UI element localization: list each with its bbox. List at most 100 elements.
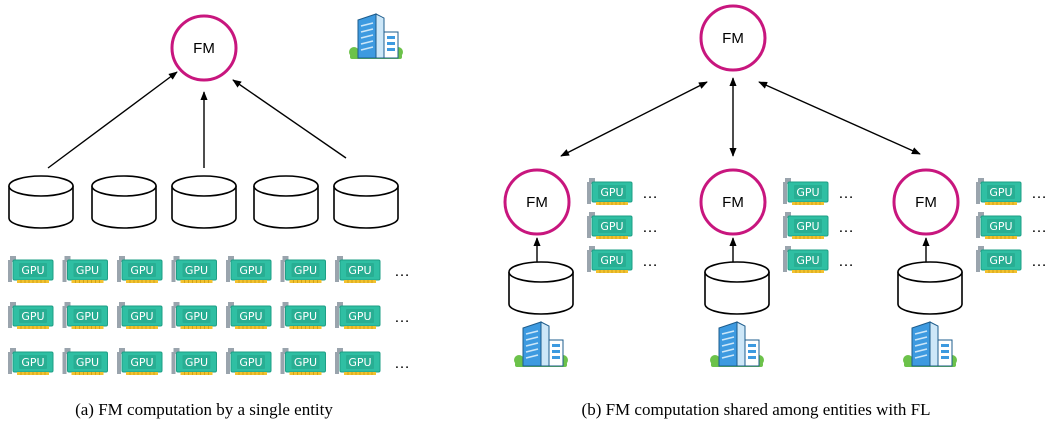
- fm-server-label: FM: [193, 40, 215, 57]
- gpu-card-label: GPU: [294, 310, 317, 323]
- gpu-card-icon: GPU: [280, 301, 326, 330]
- organization-building-icon: [709, 321, 765, 368]
- dataset-cylinder-icon: [253, 175, 319, 229]
- arrow-fl-exchange: [560, 81, 708, 157]
- fl-clients: FM GPU … GPU … GPU … FM GPU … GPU … GPU … FM GPU … GPU … GP…: [503, 168, 1048, 368]
- gpu-card-label: GPU: [76, 310, 99, 323]
- gpu-card-label: GPU: [989, 186, 1012, 199]
- organization-building-icon: [902, 321, 958, 368]
- more-gpus-ellipsis: …: [642, 253, 659, 270]
- gpu-card-icon: GPU: [116, 301, 163, 330]
- local-dataset-cylinder-icon: [704, 261, 770, 315]
- more-gpus-ellipsis: …: [1031, 185, 1048, 202]
- gpu-card-icon: GPU: [225, 301, 272, 330]
- more-gpus-ellipsis: …: [838, 253, 855, 270]
- gpu-card-label: GPU: [130, 264, 153, 277]
- gpu-card-label: GPU: [600, 254, 623, 267]
- fl-client: FM GPU … GPU … GPU …: [503, 168, 659, 368]
- gpu-card-icon: GPU: [7, 255, 54, 284]
- gpu-card-icon: GPU: [171, 347, 217, 376]
- dataset-cylinder-icon: [333, 175, 399, 229]
- fm-server-node: [170, 14, 238, 82]
- gpu-card-icon: GPU: [334, 255, 381, 284]
- gpu-card-label: GPU: [600, 186, 623, 199]
- more-gpus-ellipsis: …: [642, 185, 659, 202]
- more-gpus-ellipsis: …: [1031, 219, 1048, 236]
- gpu-card-label: GPU: [185, 264, 208, 277]
- gpu-card-icon: GPU: [62, 347, 108, 376]
- gpu-card-icon: GPU: [975, 177, 1022, 206]
- fm-client-label: FM: [722, 194, 744, 211]
- more-gpus-ellipsis: …: [394, 309, 411, 326]
- organization-building-icon: [513, 321, 569, 368]
- caption-panel-a: (a) FM computation by a single entity: [75, 400, 333, 419]
- gpu-card-icon: GPU: [280, 347, 326, 376]
- gpu-card-label: GPU: [239, 356, 262, 369]
- more-gpus-ellipsis: …: [838, 219, 855, 236]
- gpu-card-label: GPU: [239, 264, 262, 277]
- gpu-card-icon: GPU: [586, 245, 633, 274]
- gpu-card-icon: GPU: [782, 211, 829, 240]
- gpu-card-label: GPU: [21, 264, 44, 277]
- fm-client-label: FM: [915, 194, 937, 211]
- more-gpus-ellipsis: …: [1031, 253, 1048, 270]
- fm-global-node: [699, 4, 767, 72]
- more-gpus-ellipsis: …: [642, 219, 659, 236]
- gpu-card-label: GPU: [348, 356, 371, 369]
- gpu-card-icon: GPU: [975, 245, 1022, 274]
- gpu-card-label: GPU: [989, 220, 1012, 233]
- arrow-data-to-fm: [47, 71, 178, 169]
- gpu-card-label: GPU: [185, 310, 208, 323]
- gpu-card-label: GPU: [239, 310, 262, 323]
- gpu-card-icon: GPU: [7, 301, 54, 330]
- local-dataset-cylinder-icon: [508, 261, 574, 315]
- gpu-card-icon: GPU: [586, 211, 633, 240]
- gpu-card-label: GPU: [796, 220, 819, 233]
- gpu-card-label: GPU: [21, 356, 44, 369]
- gpu-card-label: GPU: [185, 356, 208, 369]
- gpu-card-label: GPU: [796, 186, 819, 199]
- gpu-grid: GPU GPU GPU GPU GPU GPU GPU … GPU GPU GPU GPU GPU GPU…: [7, 255, 411, 376]
- caption-panel-b: (b) FM computation shared among entities…: [582, 400, 931, 419]
- gpu-card-label: GPU: [796, 254, 819, 267]
- gpu-card-label: GPU: [21, 310, 44, 323]
- gpu-card-icon: GPU: [62, 255, 108, 284]
- gpu-card-label: GPU: [600, 220, 623, 233]
- gpu-card-icon: GPU: [62, 301, 108, 330]
- fl-client: FM GPU … GPU … GPU …: [699, 168, 855, 368]
- gpu-card-icon: GPU: [782, 177, 829, 206]
- dataset-cylinder-icon: [8, 175, 74, 229]
- fm-client-label: FM: [526, 194, 548, 211]
- gpu-card-label: GPU: [130, 310, 153, 323]
- more-gpus-ellipsis: …: [394, 263, 411, 280]
- gpu-card-icon: GPU: [586, 177, 633, 206]
- gpu-card-icon: GPU: [782, 245, 829, 274]
- more-gpus-ellipsis: …: [838, 185, 855, 202]
- gpu-card-label: GPU: [76, 356, 99, 369]
- fm-client-node: [699, 168, 767, 236]
- gpu-card-icon: GPU: [171, 255, 217, 284]
- gpu-card-icon: GPU: [7, 347, 54, 376]
- gpu-card-label: GPU: [348, 264, 371, 277]
- gpu-card-icon: GPU: [334, 301, 381, 330]
- gpu-card-icon: GPU: [225, 255, 272, 284]
- gpu-card-label: GPU: [294, 264, 317, 277]
- arrow-data-to-fm: [232, 79, 347, 159]
- fm-client-node: [503, 168, 571, 236]
- fl-client: FM GPU … GPU … GPU …: [892, 168, 1048, 368]
- gpu-card-icon: GPU: [280, 255, 326, 284]
- gpu-card-icon: GPU: [116, 255, 163, 284]
- gpu-card-label: GPU: [294, 356, 317, 369]
- fm-global-label: FM: [722, 30, 744, 47]
- gpu-card-label: GPU: [348, 310, 371, 323]
- dataset-cylinder-icon: [171, 175, 237, 229]
- gpu-card-icon: GPU: [975, 211, 1022, 240]
- gpu-card-label: GPU: [989, 254, 1012, 267]
- organization-building-icon: [348, 13, 404, 60]
- gpu-card-icon: GPU: [225, 347, 272, 376]
- fm-client-node: [892, 168, 960, 236]
- gpu-card-icon: GPU: [171, 301, 217, 330]
- gpu-card-label: GPU: [130, 356, 153, 369]
